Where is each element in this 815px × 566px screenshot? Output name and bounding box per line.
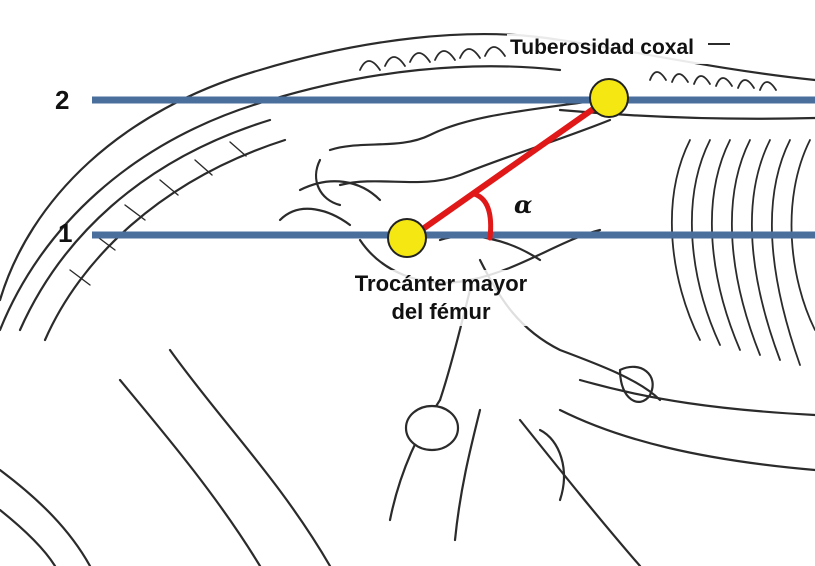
- line-1-label: 1: [58, 218, 72, 249]
- trocanter-mayor-label: Trocánter mayor del fémur: [312, 270, 570, 326]
- trocanter-label-line1: Trocánter mayor: [316, 270, 566, 298]
- trocanter-label-line2: del fémur: [316, 298, 566, 326]
- angle-alpha-label: α: [514, 190, 532, 219]
- trocanter-mayor-point: [388, 219, 426, 257]
- tuberosidad-coxal-point: [590, 79, 628, 117]
- tuberosidad-coxal-label: Tuberosidad coxal: [510, 36, 694, 60]
- line-2-label: 2: [55, 85, 69, 116]
